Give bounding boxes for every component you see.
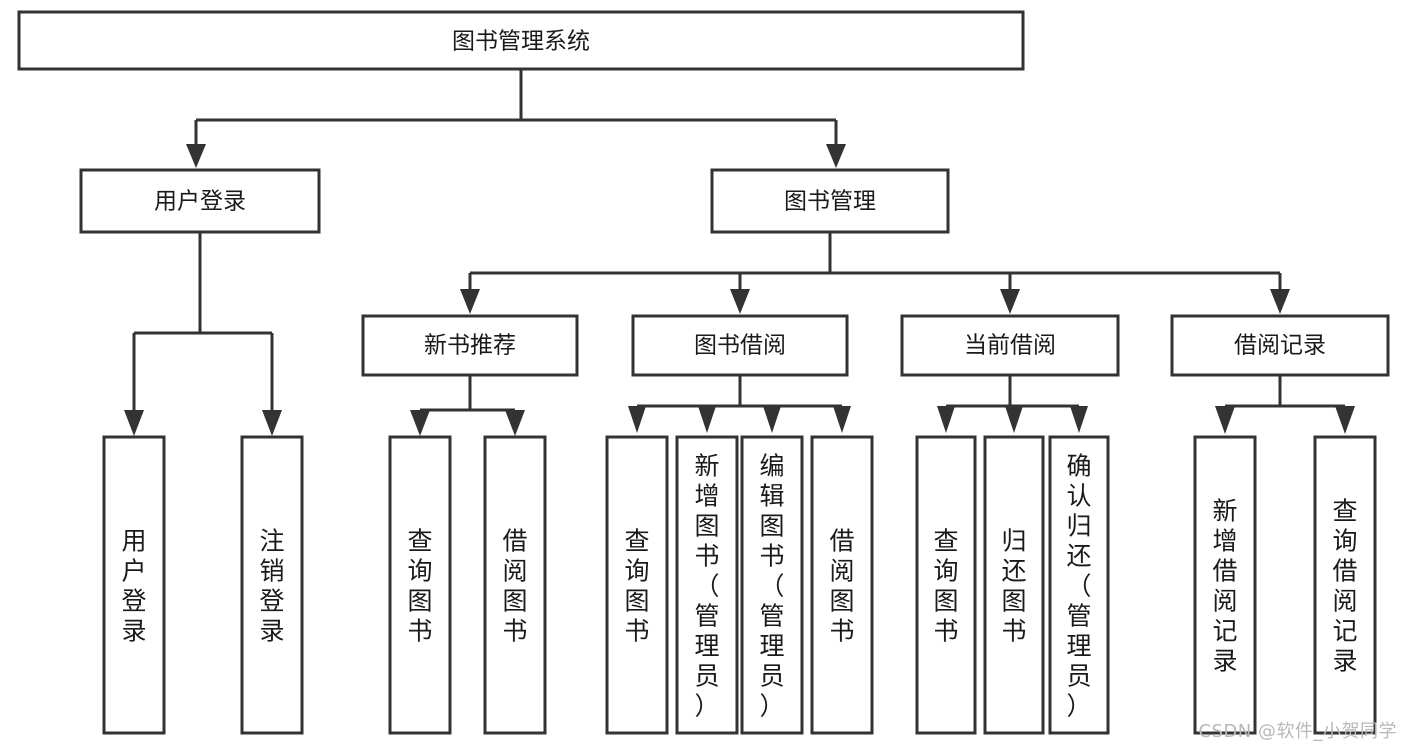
node-label: 用户登录 xyxy=(121,526,146,645)
node-leaf-logout[interactable]: 注销登录 xyxy=(240,435,304,735)
connector-bookmgmt-to-level3 xyxy=(460,233,1290,314)
connector-root-to-level2 xyxy=(186,69,846,168)
node-book-management[interactable]: 图书管理 xyxy=(710,168,950,234)
node-box xyxy=(102,435,166,735)
node-box xyxy=(1193,435,1257,735)
node-box xyxy=(631,314,849,377)
arrow-head-icon xyxy=(1335,406,1355,434)
arrow-head-icon xyxy=(262,410,282,436)
arrow-head-icon xyxy=(698,406,716,433)
node-box xyxy=(240,435,304,735)
node-box xyxy=(17,10,1025,71)
node-leaf-query-book-2[interactable]: 查询图书 xyxy=(605,435,669,735)
arrow-head-icon xyxy=(1000,289,1020,314)
node-label: 借阅图书 xyxy=(829,526,854,645)
node-label: 图书管理系统 xyxy=(452,29,590,55)
node-box xyxy=(605,435,669,735)
node-label: 查询图书 xyxy=(407,526,432,645)
node-leaf-borrow-book-2[interactable]: 借阅图书 xyxy=(810,435,874,735)
arrow-head-icon xyxy=(1215,406,1235,434)
node-leaf-add-record[interactable]: 新增借阅记录 xyxy=(1193,435,1257,735)
node-box xyxy=(675,435,739,735)
connector-bookborrow-to-leaves xyxy=(628,375,851,433)
node-label: 注销登录 xyxy=(259,526,284,645)
arrow-head-icon xyxy=(1070,406,1088,433)
arrow-head-icon xyxy=(826,144,846,168)
node-leaf-return-book[interactable]: 归还图书 xyxy=(983,435,1045,735)
node-box xyxy=(900,314,1120,377)
node-label: 确认归还（管理员） xyxy=(1066,451,1091,720)
node-new-book-recommend[interactable]: 新书推荐 xyxy=(361,314,579,377)
node-user-login[interactable]: 用户登录 xyxy=(79,168,321,234)
node-box xyxy=(79,168,321,234)
arrow-head-icon xyxy=(1005,406,1023,433)
node-label: 查询图书 xyxy=(933,526,958,645)
node-box xyxy=(740,435,804,735)
connector-currentborrow-to-leaves xyxy=(937,375,1088,433)
node-leaf-add-book[interactable]: 新增图书（管理员） xyxy=(675,435,739,735)
node-label: 借阅记录 xyxy=(1234,333,1326,359)
node-leaf-query-book-3[interactable]: 查询图书 xyxy=(915,435,977,735)
arrow-head-icon xyxy=(1270,289,1290,314)
node-leaf-borrow-book-1[interactable]: 借阅图书 xyxy=(483,435,547,735)
node-box xyxy=(388,435,452,735)
connector-userlogin-to-leaves xyxy=(124,232,282,436)
node-leaf-query-book-1[interactable]: 查询图书 xyxy=(388,435,452,735)
connector-newbook-to-leaves xyxy=(410,375,525,436)
arrow-head-icon xyxy=(460,289,480,314)
node-box xyxy=(710,168,950,234)
arrow-head-icon xyxy=(628,406,646,433)
arrow-head-icon xyxy=(937,406,955,433)
node-box xyxy=(361,314,579,377)
node-label: 新书推荐 xyxy=(424,333,516,359)
node-label: 查询图书 xyxy=(624,526,649,645)
node-borrow-record[interactable]: 借阅记录 xyxy=(1170,314,1390,377)
node-label: 借阅图书 xyxy=(502,526,527,645)
arrow-head-icon xyxy=(124,410,144,436)
node-current-borrow[interactable]: 当前借阅 xyxy=(900,314,1120,377)
node-leaf-edit-book[interactable]: 编辑图书（管理员） xyxy=(740,435,804,735)
node-label: 用户登录 xyxy=(154,189,246,215)
node-label: 新增借阅记录 xyxy=(1212,496,1237,675)
node-label: 归还图书 xyxy=(1001,526,1026,645)
node-box xyxy=(483,435,547,735)
node-box xyxy=(1313,435,1377,735)
node-label: 当前借阅 xyxy=(964,333,1056,359)
node-box xyxy=(810,435,874,735)
connector-borrowrecord-to-leaves xyxy=(1215,375,1355,434)
node-box xyxy=(1048,435,1110,735)
arrow-head-icon xyxy=(833,406,851,433)
arrow-head-icon xyxy=(505,410,525,436)
node-leaf-query-record[interactable]: 查询借阅记录 xyxy=(1313,435,1377,735)
node-label: 图书管理 xyxy=(784,189,876,215)
node-label: 编辑图书（管理员） xyxy=(759,451,784,720)
node-box xyxy=(915,435,977,735)
node-leaf-user-login[interactable]: 用户登录 xyxy=(102,435,166,735)
node-box xyxy=(983,435,1045,735)
arrow-head-icon xyxy=(763,406,781,433)
node-book-borrow[interactable]: 图书借阅 xyxy=(631,314,849,377)
arrow-head-icon xyxy=(410,410,430,436)
node-label: 新增图书（管理员） xyxy=(694,451,719,720)
node-leaf-confirm-return[interactable]: 确认归还（管理员） xyxy=(1048,435,1110,735)
csdn-watermark: CSDN @软件_小贺同学 xyxy=(1198,721,1397,742)
node-label: 查询借阅记录 xyxy=(1332,496,1357,675)
node-box xyxy=(1170,314,1390,377)
arrow-head-icon xyxy=(730,289,750,314)
node-book-management-system[interactable]: 图书管理系统 xyxy=(17,10,1025,71)
node-label: 图书借阅 xyxy=(694,333,786,359)
arrow-head-icon xyxy=(186,144,206,168)
